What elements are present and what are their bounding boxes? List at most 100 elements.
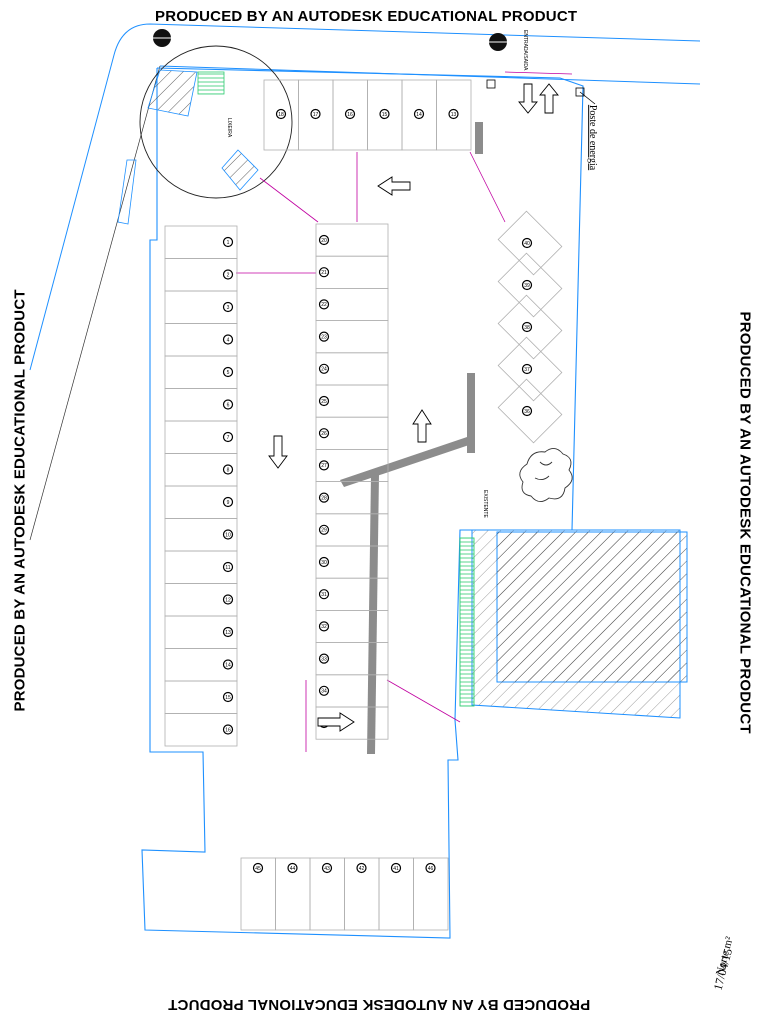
stall-number: 23 xyxy=(321,334,327,340)
stall-number: 7 xyxy=(227,435,230,441)
parking-stall: 42 xyxy=(344,857,380,931)
stall-number: 4 xyxy=(227,337,230,343)
stall-number-marker xyxy=(318,685,330,696)
stall-number-marker xyxy=(390,862,402,874)
parking-stall: 13 xyxy=(436,79,472,151)
stall-number: 29 xyxy=(321,528,327,534)
parking-stall: 20 xyxy=(315,223,389,257)
stall-number-marker xyxy=(318,653,330,664)
parking-stall: 5 xyxy=(164,355,238,389)
stall-number: 6 xyxy=(227,402,230,408)
stall-number-marker xyxy=(344,108,356,120)
entrance-gate xyxy=(486,71,585,97)
stall-number-marker xyxy=(318,363,330,374)
stall-number: 30 xyxy=(321,560,327,566)
parking-stall: 13 xyxy=(164,615,238,649)
parking-stall: 10 xyxy=(164,518,238,552)
arrow-down-icon xyxy=(268,435,288,469)
stall-number: 16 xyxy=(225,727,231,733)
detail-circle xyxy=(139,45,293,199)
stall-number-marker xyxy=(521,321,533,333)
stall-number-marker xyxy=(222,724,234,735)
arrow-left-icon xyxy=(377,176,411,196)
parking-stall: 8 xyxy=(164,453,238,487)
stall-number-marker xyxy=(222,301,234,313)
stall-number: 22 xyxy=(321,302,327,308)
sidewalk-edge xyxy=(117,159,137,225)
parking-stall: 11 xyxy=(164,550,238,584)
stall-number: 16 xyxy=(347,112,353,118)
parking-stall: 38 xyxy=(497,294,563,360)
stall-number-marker xyxy=(252,862,264,874)
tree-icon xyxy=(519,448,573,502)
stall-number-marker xyxy=(222,594,234,605)
stall-number-marker xyxy=(318,428,330,439)
poste-leader xyxy=(579,91,596,105)
stall-number-marker xyxy=(448,108,459,120)
parking-stall: 7 xyxy=(164,420,238,454)
parking-stall: 16 xyxy=(164,713,238,747)
poste-label: Poste de energia xyxy=(587,104,599,171)
stall-number: 12 xyxy=(225,597,231,603)
stall-number: 20 xyxy=(321,238,327,244)
parking-stall: 17 xyxy=(298,79,334,151)
stall-number-marker xyxy=(222,464,234,475)
parking-stall: 44 xyxy=(275,857,311,931)
stall-number-marker xyxy=(318,460,330,471)
stall-number: 14 xyxy=(416,112,422,118)
stall-number: 26 xyxy=(321,431,327,437)
parking-stall: 36 xyxy=(497,378,563,444)
stall-number: 42 xyxy=(359,866,365,872)
lot-boundary xyxy=(141,67,584,939)
stall-number: 15 xyxy=(382,112,388,118)
parking-stall: 15 xyxy=(164,680,238,714)
stall-number: 46 xyxy=(428,866,434,872)
parking-stall: 22 xyxy=(315,287,389,321)
light-pole-icon xyxy=(150,29,174,47)
stall-number: 24 xyxy=(321,367,327,373)
existing-building-outline xyxy=(471,529,681,719)
stall-number: 8 xyxy=(227,467,230,473)
parking-stall: 16 xyxy=(332,79,368,151)
stall-number: 38 xyxy=(524,325,530,331)
stall-number-marker xyxy=(222,334,234,345)
stall-number: 27 xyxy=(321,463,327,469)
stall-number-marker xyxy=(321,862,333,874)
stall-number: 3 xyxy=(227,305,230,311)
stall-number: 37 xyxy=(524,367,530,373)
stall-number: 10 xyxy=(225,532,231,538)
watermark-left: PRODUCED BY AN AUTODESK EDUCATIONAL PROD… xyxy=(11,289,29,712)
stall-number-marker xyxy=(222,496,234,508)
parking-stall: 32 xyxy=(315,610,389,644)
parking-stall: 21 xyxy=(315,255,389,289)
stall-number-marker xyxy=(318,589,330,600)
stall-number: 44 xyxy=(290,866,296,872)
parking-stall: 15 xyxy=(367,79,403,151)
parking-stall: 9 xyxy=(164,485,238,519)
stall-number-marker xyxy=(413,108,425,120)
stall-number-marker xyxy=(318,395,330,407)
direction-arrows xyxy=(268,83,559,732)
parking-stall: 6 xyxy=(164,388,238,422)
parking-stall: 12 xyxy=(164,583,238,617)
stall-number: 28 xyxy=(321,495,327,501)
stall-number: 33 xyxy=(321,656,327,662)
dimension-lines xyxy=(236,151,506,752)
parking-stall: 43 xyxy=(309,857,345,931)
parking-stall: 2 xyxy=(164,258,238,292)
stall-number-marker xyxy=(318,621,330,632)
stall-number: 5 xyxy=(227,370,230,376)
stall-number-marker xyxy=(318,234,330,246)
street-centerline xyxy=(29,65,161,541)
watermark-right: PRODUCED BY AN AUTODESK EDUCATIONAL PROD… xyxy=(736,311,754,734)
parking-stall: 41 xyxy=(378,857,414,931)
parking-stall: 39 xyxy=(497,252,563,318)
stall-number-marker xyxy=(318,267,330,278)
stall-number: 31 xyxy=(321,592,327,598)
stall-number: 18 xyxy=(278,112,284,118)
parking-stall: 25 xyxy=(315,384,389,418)
stall-number: 11 xyxy=(225,565,230,571)
stall-number: 43 xyxy=(324,866,330,872)
